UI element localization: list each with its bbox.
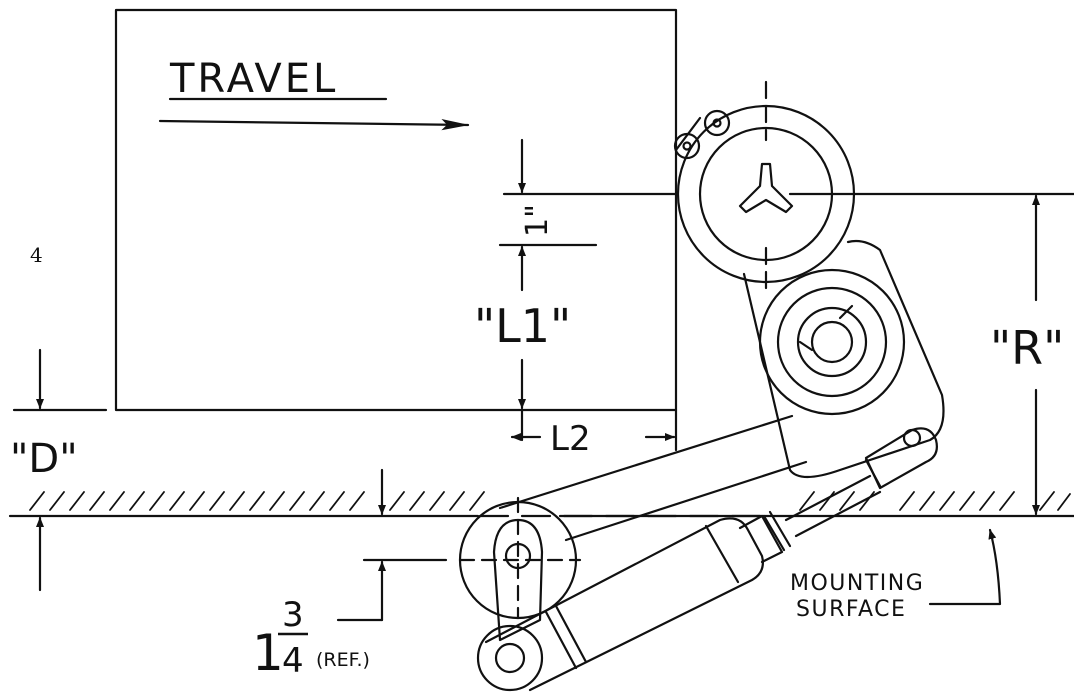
fraction-numerator: 3: [282, 595, 304, 635]
gear-housing: [758, 268, 906, 416]
package-box: [114, 8, 678, 412]
d-label: "D": [10, 436, 78, 482]
fraction-denominator: 4: [282, 641, 304, 681]
one-inch-label: 1": [520, 204, 555, 237]
main-wheel: [676, 80, 856, 294]
ref-label: (REF.): [316, 649, 370, 671]
side-number: 4: [30, 243, 43, 267]
pivot-roller: [458, 496, 582, 642]
mounting-label: MOUNTING: [790, 571, 924, 596]
air-cylinder: [476, 427, 938, 692]
surface-hatching: [29, 491, 1071, 511]
fraction-whole: 1: [252, 624, 284, 682]
travel-label: TRAVEL: [169, 56, 338, 102]
surface-label: SURFACE: [796, 597, 906, 622]
l1-label: "L1": [474, 299, 571, 353]
linkage-arm: [498, 414, 808, 542]
arm-bracket: [742, 239, 945, 479]
mounting-leader: [928, 528, 1002, 606]
guide-rollers: [673, 109, 731, 160]
r-label: "R": [990, 321, 1064, 375]
travel-arrow: [158, 119, 470, 131]
l2-label: L2: [550, 419, 591, 459]
